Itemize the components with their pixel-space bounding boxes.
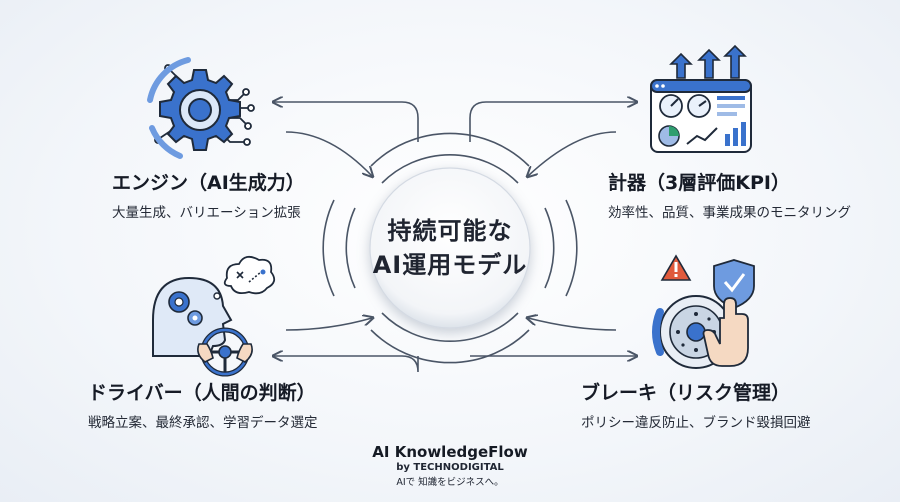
ring-arc: [370, 132, 530, 167]
driver-block: ドライバー（人間の判断） 戦略立案、最終承認、学習データ選定: [88, 378, 318, 431]
ring-arc: [322, 199, 335, 297]
connector-arrows: [274, 102, 636, 373]
arrow-to-driver: [274, 356, 419, 373]
ring-arc: [544, 207, 555, 289]
engine-title: エンジン（AI生成力）: [112, 172, 305, 194]
footer-brand: AI KnowledgeFlow: [372, 443, 528, 461]
ring-arc: [565, 199, 578, 297]
driver-steering-icon: [152, 255, 276, 377]
gauge-title: 計器（3層評価KPI）: [608, 172, 790, 194]
ring-arc: [370, 329, 530, 364]
driver-title: ドライバー（人間の判断）: [88, 382, 316, 404]
brake-block: ブレーキ（リスク管理） ポリシー違反防止、ブランド毀損回避: [581, 378, 811, 431]
ring-arc: [381, 154, 519, 184]
arrow-to-engine: [274, 102, 419, 142]
engine-desc: 大量生成、バリエーション拡張: [112, 205, 301, 221]
gear-circuit-icon: [147, 57, 255, 159]
brake-title: ブレーキ（リスク管理）: [581, 382, 791, 404]
gauge-desc: 効率性、品質、事業成果のモニタリング: [608, 205, 851, 221]
brake-shield-icon: [652, 254, 755, 369]
ring-arc: [345, 207, 356, 289]
arrow-from-gauge: [528, 131, 617, 176]
arrow-from-engine: [285, 131, 372, 176]
arrow-to-gauge: [469, 102, 636, 142]
ring-arcs: [322, 132, 578, 364]
gauge-block: 計器（3層評価KPI） 効率性、品質、事業成果のモニタリング: [608, 168, 851, 221]
footer-branding: AI KnowledgeFlow by TECHNODIGITAL AIで 知識…: [300, 443, 600, 488]
brake-desc: ポリシー違反防止、ブランド毀損回避: [581, 415, 811, 431]
footer-tagline: AIで 知識をビジネスへ。: [396, 477, 504, 488]
center-hub: [369, 167, 531, 329]
ring-arc: [381, 312, 519, 342]
engine-block: エンジン（AI生成力） 大量生成、バリエーション拡張: [112, 168, 305, 221]
hub-label-line1: 持続可能な: [387, 217, 513, 245]
hub-label: 持続可能な AI運用モデル: [360, 214, 540, 282]
arrow-from-driver: [285, 318, 372, 331]
driver-desc: 戦略立案、最終承認、学習データ選定: [88, 415, 318, 431]
dashboard-gauge-icon: [650, 44, 752, 153]
footer-by: by TECHNODIGITAL: [396, 462, 504, 473]
hub-label-line2: AI運用モデル: [372, 251, 528, 279]
arrow-from-brake: [528, 318, 617, 331]
